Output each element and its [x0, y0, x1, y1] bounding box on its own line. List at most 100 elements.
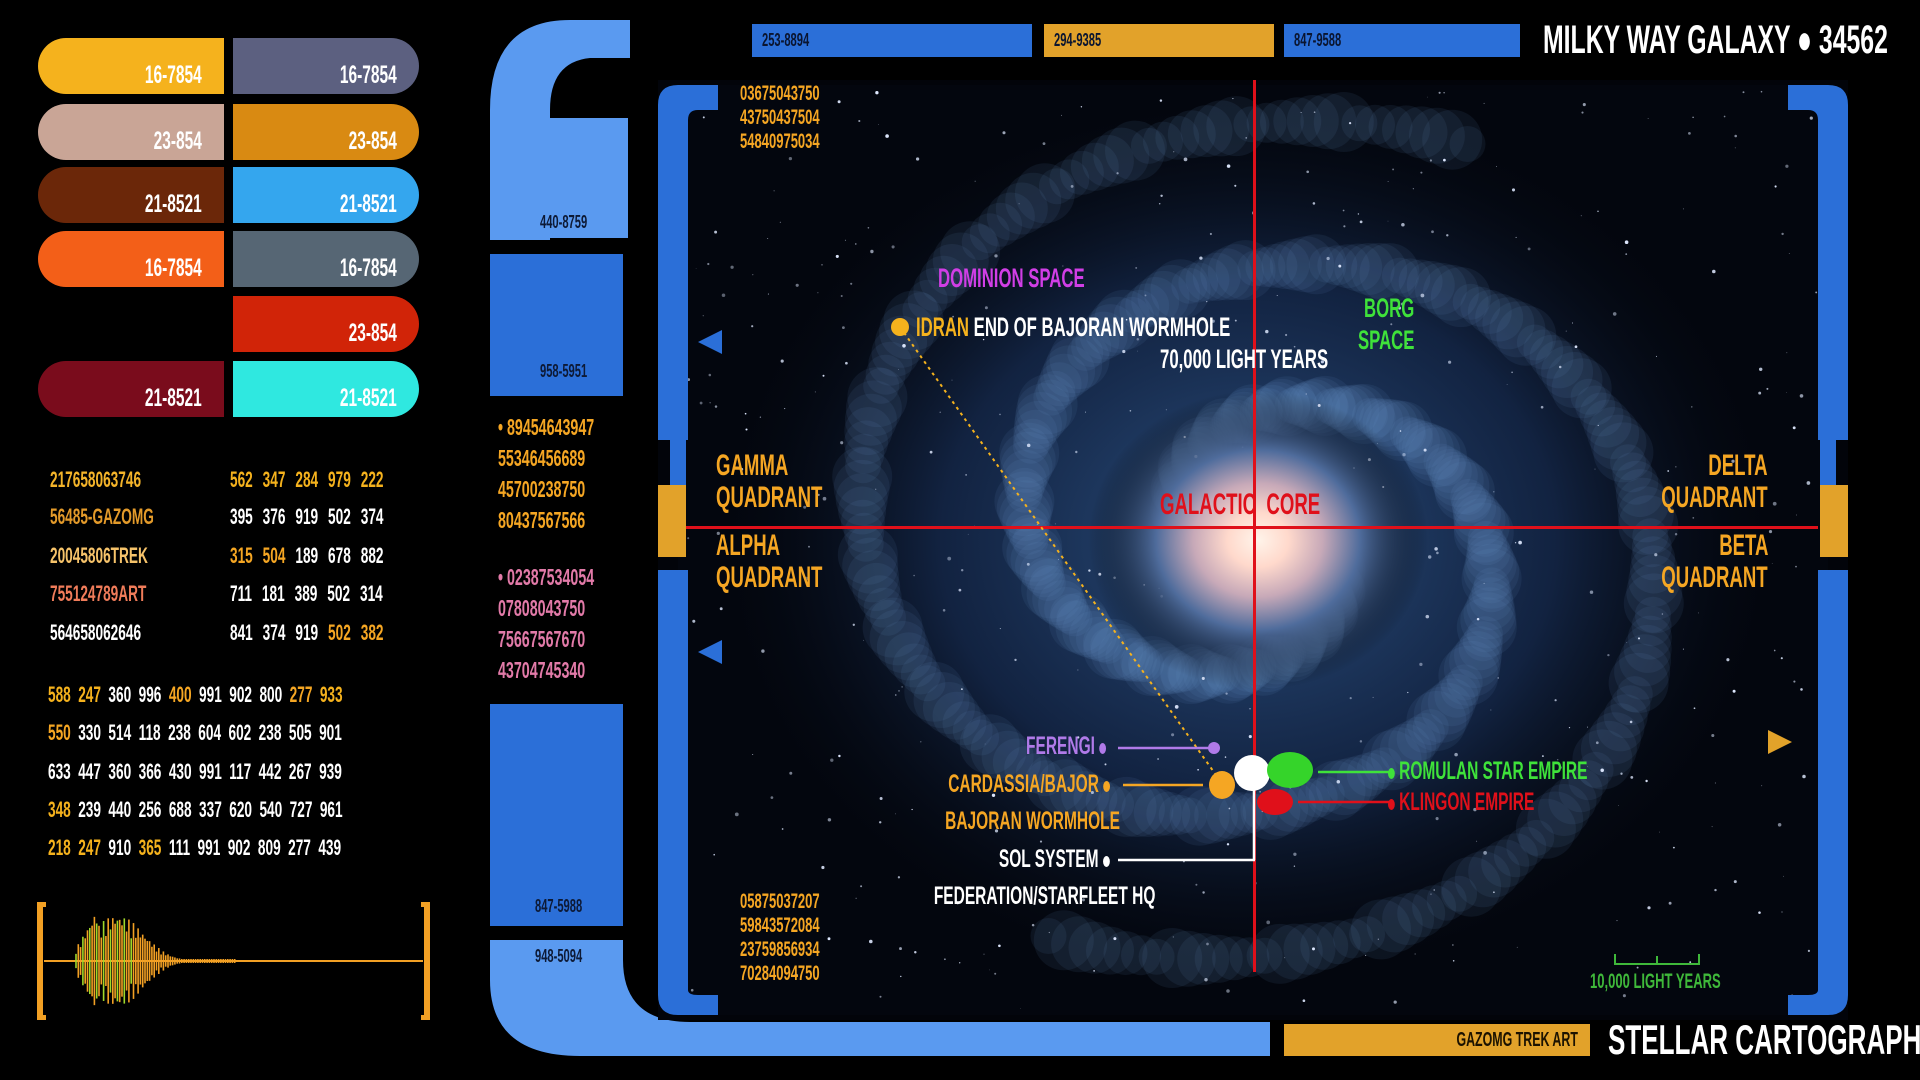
number-cell: 502 — [328, 504, 351, 529]
number-cell: 247 — [78, 682, 101, 707]
number-cell: 996 — [138, 682, 162, 707]
number-cell: 400 — [168, 682, 192, 707]
number-cell: 633 — [48, 759, 71, 784]
pill-button[interactable]: 23-854 — [233, 104, 419, 160]
number-cell: 118 — [138, 720, 161, 745]
number-cell: 247 — [78, 835, 101, 860]
pill-button[interactable]: 16-7854 — [38, 38, 224, 94]
number-cell: 939 — [319, 759, 342, 784]
side-number: 45700238750 — [498, 476, 586, 502]
label-idran-distance: 70,000 LIGHT YEARS — [1159, 344, 1328, 374]
pill-button[interactable]: 23-854 — [233, 296, 419, 352]
map-bracket-left — [658, 85, 718, 1015]
waveform-display — [36, 901, 431, 1021]
label-federation-hq: FEDERATION/STARFLEET HQ — [933, 882, 1156, 910]
label-dominion-space: DOMINION SPACE — [938, 263, 1085, 293]
pill-button[interactable]: 16-7854 — [233, 38, 419, 94]
pill-button[interactable]: 16-7854 — [233, 231, 419, 287]
code-item: 755124789ART — [50, 581, 147, 606]
number-cell: 389 — [294, 581, 318, 606]
number-cell: 348 — [48, 797, 71, 822]
number-cell: 562 — [230, 467, 253, 492]
label-romulan-star-empire: ROMULAN STAR EMPIRE — [1388, 757, 1710, 786]
label-gamma-quadrant: GAMMA QUADRANT — [716, 449, 823, 514]
number-cell: 117 — [229, 759, 252, 784]
galaxy-map[interactable]: 03675043750 43750437504 54840975034 0587… — [658, 70, 1848, 1020]
number-cell: 238 — [258, 720, 282, 745]
right-arrow-icon[interactable] — [1768, 730, 1792, 754]
left-arrow-icon[interactable] — [698, 640, 722, 664]
number-cell: 277 — [289, 682, 313, 707]
number-cell: 314 — [359, 581, 383, 606]
scale-bar — [1614, 954, 1700, 965]
number-cell: 505 — [288, 720, 312, 745]
pill-button[interactable]: 21-8521 — [233, 167, 419, 223]
number-cell: 347 — [262, 467, 286, 492]
label-borg-space: BORG SPACE — [1358, 293, 1415, 355]
side-number: 55346456689 — [498, 445, 586, 471]
number-cell: 540 — [259, 797, 283, 822]
number-cell: 620 — [229, 797, 252, 822]
number-cell: 447 — [78, 759, 101, 784]
number-cell: 439 — [318, 835, 342, 860]
pill-button[interactable]: 21-8521 — [38, 167, 224, 223]
label-beta-quadrant: BETA QUADRANT — [1661, 529, 1768, 594]
side-number: 43704745340 — [498, 657, 586, 683]
number-cell: 901 — [319, 720, 342, 745]
page-title: MILKY WAY GALAXY ● 34562 — [1543, 18, 1888, 62]
number-cell: 514 — [108, 720, 132, 745]
number-cell: 256 — [138, 797, 162, 822]
label-ferengi: FERENGI — [898, 732, 1106, 761]
number-cell: 991 — [199, 759, 222, 784]
number-cell: 961 — [319, 797, 343, 822]
number-cell: 933 — [319, 682, 343, 707]
number-cell: 604 — [198, 720, 222, 745]
number-cell: 991 — [197, 835, 221, 860]
number-cell: 727 — [289, 797, 313, 822]
pill-button[interactable]: 21-8521 — [38, 361, 224, 417]
number-cell: 360 — [108, 682, 132, 707]
frame-block — [490, 254, 623, 396]
number-cell: 800 — [259, 682, 283, 707]
pill-button[interactable]: 16-7854 — [38, 231, 224, 287]
side-number: • 89454643947 — [498, 414, 595, 440]
label-cardassia-bajor: CARDASSIA/BAJOR — [838, 770, 1110, 799]
number-cell: 284 — [295, 467, 319, 492]
number-cell: 440 — [108, 797, 132, 822]
number-cell: 910 — [108, 835, 132, 860]
number-cell: 602 — [228, 720, 252, 745]
number-cell: 222 — [360, 467, 384, 492]
header-bar[interactable]: 847-9588 — [1284, 24, 1520, 57]
number-cell: 360 — [108, 759, 132, 784]
pill-button[interactable]: 21-8521 — [233, 361, 419, 417]
side-number: 80437567566 — [498, 507, 586, 533]
side-number: 75667567670 — [498, 626, 586, 652]
number-cell: 688 — [168, 797, 192, 822]
header-bar[interactable]: 253-8894 — [752, 24, 1032, 57]
map-code-list: 05875037207 59843572084 23759856934 7028… — [740, 890, 820, 985]
frame-label: 440-8759 — [540, 212, 588, 232]
annotation-lines — [891, 318, 1393, 862]
number-cell: 882 — [360, 543, 384, 568]
number-cell: 919 — [295, 504, 319, 529]
star-field — [687, 90, 1818, 1010]
frame-label: 948-5094 — [535, 946, 583, 966]
header-bar[interactable]: 294-9385 — [1044, 24, 1274, 57]
pill-button[interactable]: 23-854 — [38, 104, 224, 160]
side-number: 07808043750 — [498, 595, 586, 621]
frame-label: 958-5951 — [540, 361, 588, 381]
label-delta-quadrant: DELTA QUADRANT — [1661, 449, 1768, 514]
code-item: 217658063746 — [50, 467, 142, 492]
label-klingon-empire: KLINGON EMPIRE — [1388, 788, 1624, 817]
code-item: 564658062646 — [50, 620, 142, 645]
code-item: 56485-GAZOMG — [50, 504, 154, 529]
left-arrow-icon[interactable] — [698, 330, 722, 354]
frame-block — [490, 704, 623, 926]
label-sol-system: SOL SYSTEM — [838, 845, 1110, 874]
